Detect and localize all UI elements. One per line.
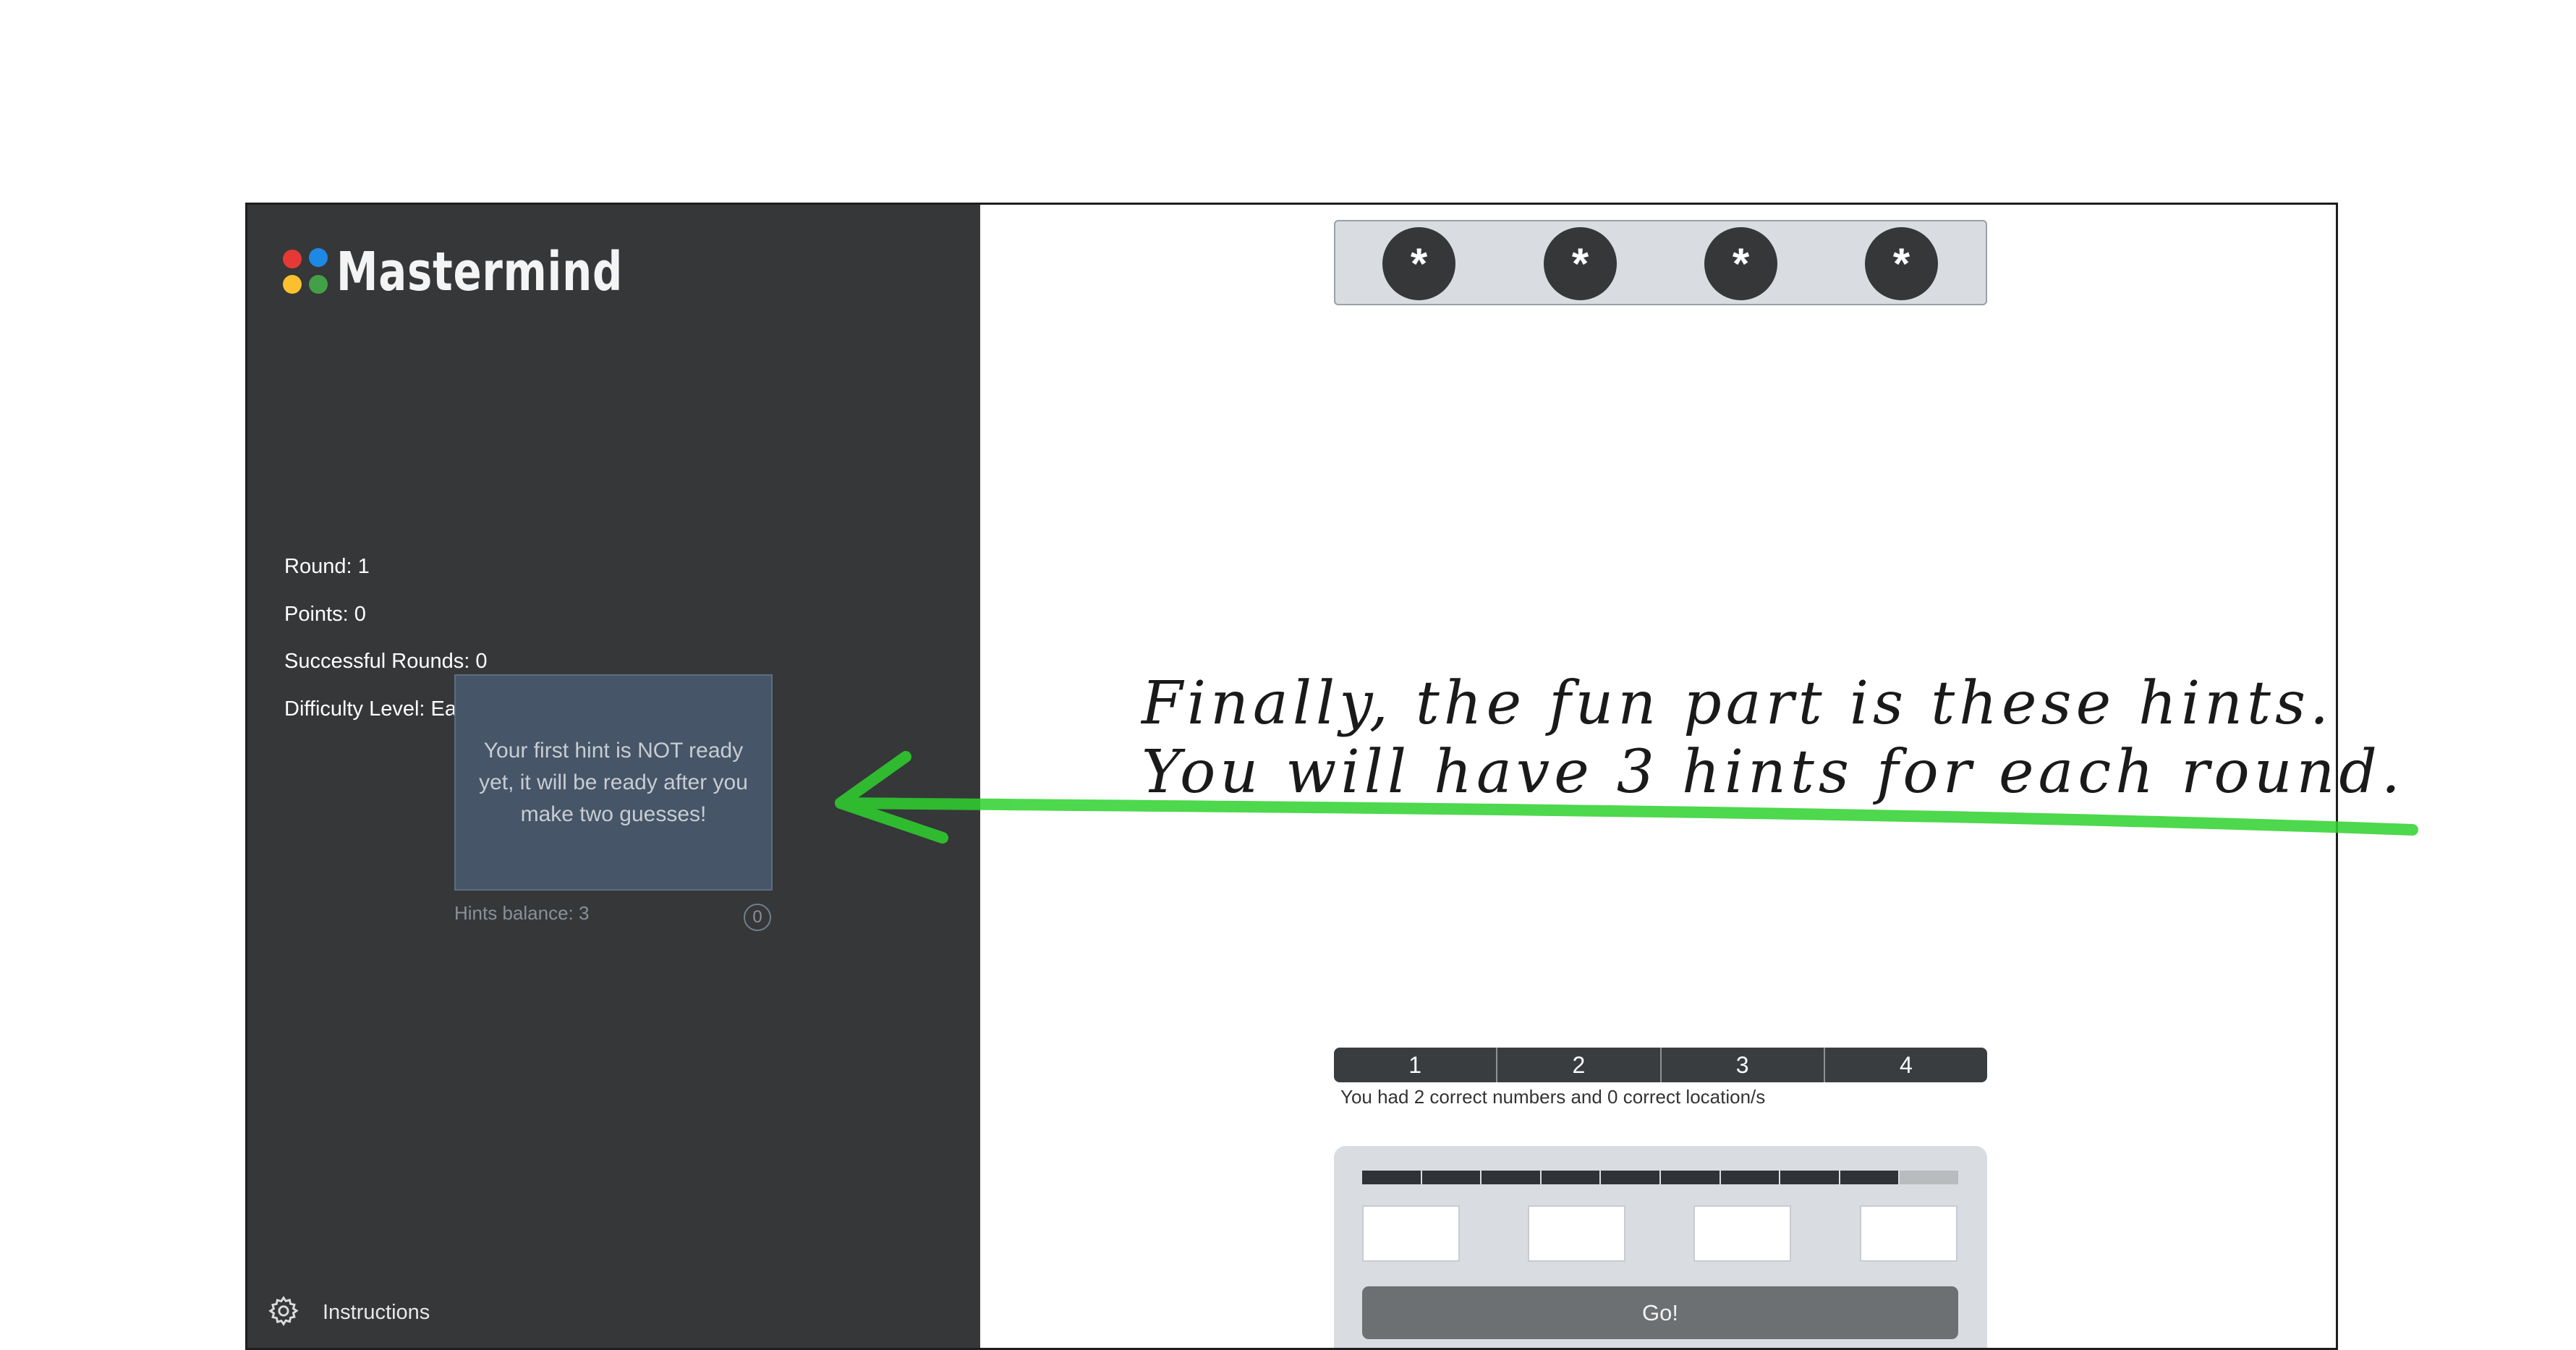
logo-dot-yellow xyxy=(283,275,302,294)
attempt-segment xyxy=(1482,1171,1540,1184)
guess-value: 4 xyxy=(1823,1048,1987,1082)
secret-peg: * xyxy=(1704,227,1777,300)
hint-card[interactable]: Your first hint is NOT ready yet, it wil… xyxy=(454,674,773,891)
logo-dot-blue xyxy=(309,248,328,267)
guess-value: 2 xyxy=(1496,1048,1659,1082)
attempt-segment xyxy=(1780,1171,1839,1184)
attempt-segment xyxy=(1840,1171,1899,1184)
attempt-segment xyxy=(1720,1171,1780,1184)
attempt-segment xyxy=(1541,1171,1600,1184)
secret-peg: * xyxy=(1865,227,1938,300)
attempt-segment xyxy=(1421,1171,1481,1184)
go-button[interactable]: Go! xyxy=(1362,1286,1958,1339)
guess-input-panel: Go! xyxy=(1334,1146,1987,1348)
secret-peg: * xyxy=(1382,227,1455,300)
guess-value: 1 xyxy=(1408,1051,1422,1078)
hints-counter-badge: 0 xyxy=(744,904,771,931)
logo-dot-red xyxy=(283,250,302,268)
attempts-progress-bar xyxy=(1362,1171,1958,1184)
guess-input-1[interactable] xyxy=(1362,1205,1460,1262)
guess-input-4[interactable] xyxy=(1860,1205,1957,1262)
game-board: * * * * 1 2 3 4 You had 2 correct number… xyxy=(980,205,2336,1348)
instructions-label: Instructions xyxy=(323,1301,430,1324)
secret-code-bar: * * * * xyxy=(1334,220,1987,305)
attempt-segment xyxy=(1660,1171,1720,1184)
app-logo: Mastermind xyxy=(283,239,704,305)
app-window: Mastermind Round: 1 Points: 0 Successful… xyxy=(245,203,2338,1350)
annotation-line-1: Finally, the fun part is these hints. xyxy=(1142,669,2334,738)
attempt-segment xyxy=(1601,1171,1659,1184)
guess-feedback: You had 2 correct numbers and 0 correct … xyxy=(1340,1086,1766,1108)
round-stat: Round: 1 xyxy=(284,555,370,578)
logo-dot-green xyxy=(309,275,328,294)
logo-dots-icon xyxy=(283,248,331,296)
attempt-segment xyxy=(1900,1171,1958,1184)
hint-message: Your first hint is NOT ready yet, it wil… xyxy=(479,738,748,826)
hints-balance: Hints balance: 3 xyxy=(454,902,590,924)
gear-icon xyxy=(267,1294,300,1331)
app-title: Mastermind xyxy=(336,241,624,303)
annotation-line-2: You will have 3 hints for each round. xyxy=(1142,738,2405,807)
successful-rounds-stat: Successful Rounds: 0 xyxy=(284,650,488,673)
sidebar: Mastermind Round: 1 Points: 0 Successful… xyxy=(247,205,980,1348)
tutorial-annotation: Finally, the fun part is these hints. Yo… xyxy=(1142,669,2405,807)
attempt-segment xyxy=(1362,1171,1421,1184)
previous-guess-row: 1 2 3 4 xyxy=(1334,1048,1987,1082)
guess-value: 3 xyxy=(1659,1048,1824,1082)
guess-input-2[interactable] xyxy=(1528,1205,1625,1262)
points-stat: Points: 0 xyxy=(284,603,366,626)
guess-input-3[interactable] xyxy=(1693,1205,1791,1262)
instructions-button[interactable]: Instructions xyxy=(267,1294,430,1331)
secret-peg: * xyxy=(1544,227,1617,300)
